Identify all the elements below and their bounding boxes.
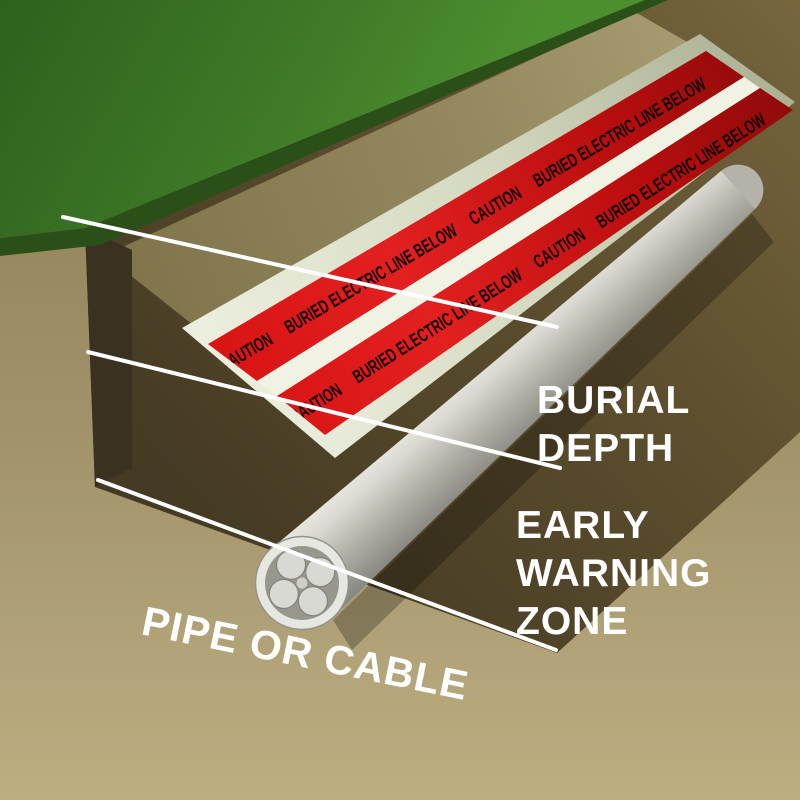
- conduit-group: [268, 549, 336, 617]
- warning-tape-2: [277, 88, 793, 435]
- pipe-body: [271, 171, 755, 617]
- conduit-hub: [296, 577, 308, 589]
- conduit-1: [275, 549, 307, 580]
- trench-far-wall: [105, 12, 722, 356]
- label-burial-depth: BURIAL DEPTH: [537, 379, 690, 470]
- early-warning-line-2: WARNING: [516, 552, 712, 595]
- burial-depth-line-2: DEPTH: [537, 427, 674, 470]
- grass-surface: [0, 0, 645, 238]
- conduit-4: [297, 586, 329, 617]
- sod-edge: [0, 0, 668, 256]
- early-warning-line-3: ZONE: [516, 600, 628, 643]
- measurement-line-surface: [61, 215, 559, 329]
- measurement-line-tape-depth: [86, 350, 562, 470]
- measurement-line-pipe-depth: [96, 478, 558, 652]
- label-early-warning-zone: EARLY WARNING ZONE: [516, 504, 712, 643]
- conduit-3: [268, 578, 299, 610]
- warning-tape-1: [208, 51, 744, 381]
- burial-depth-line-1: BURIAL: [537, 379, 690, 422]
- early-warning-line-1: EARLY: [516, 504, 650, 547]
- pipe-shadow: [333, 214, 774, 650]
- tape-separator-stripe: [257, 77, 760, 396]
